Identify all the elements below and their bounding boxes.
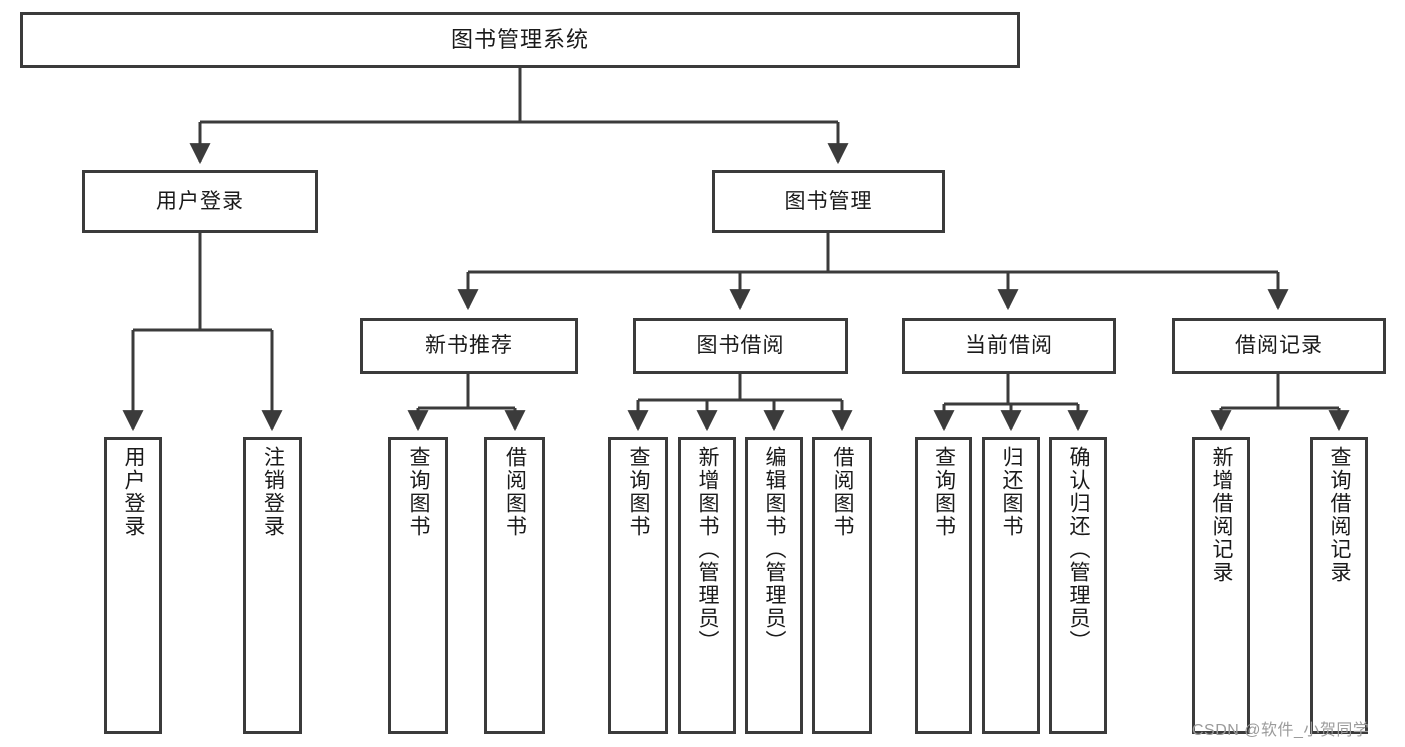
leaf-logout-login[interactable]: 注销登录 (243, 437, 302, 734)
leaf-return-book[interactable]: 归还图书 (982, 437, 1040, 734)
node-label: 用户登录 (122, 446, 146, 538)
node-label: 确认归还（管理员） (1067, 446, 1091, 653)
node-label: 借阅图书 (831, 446, 855, 538)
leaf-borrow-book[interactable]: 借阅图书 (812, 437, 872, 734)
leaf-query-borrow-record[interactable]: 查询借阅记录 (1310, 437, 1368, 734)
node-label: 借阅记录 (1235, 334, 1323, 358)
node-root-system[interactable]: 图书管理系统 (20, 12, 1020, 68)
node-label: 新增借阅记录 (1210, 446, 1234, 584)
node-label: 新增图书（管理员） (696, 446, 720, 653)
node-label: 归还图书 (1000, 446, 1024, 538)
leaf-confirm-return-admin[interactable]: 确认归还（管理员） (1049, 437, 1107, 734)
leaf-query-book-current[interactable]: 查询图书 (915, 437, 972, 734)
node-label: 图书管理 (784, 189, 873, 213)
node-book-management[interactable]: 图书管理 (712, 170, 945, 233)
node-label: 当前借阅 (965, 334, 1053, 358)
node-label: 新书推荐 (425, 334, 513, 358)
leaf-edit-book-admin[interactable]: 编辑图书（管理员） (745, 437, 803, 734)
node-new-book-recommend[interactable]: 新书推荐 (360, 318, 578, 374)
node-label: 借阅图书 (503, 446, 527, 538)
node-label: 查询借阅记录 (1328, 446, 1352, 584)
node-user-login[interactable]: 用户登录 (82, 170, 318, 233)
leaf-borrow-book-recommend[interactable]: 借阅图书 (484, 437, 545, 734)
leaf-query-book-borrow[interactable]: 查询图书 (608, 437, 668, 734)
leaf-query-book-recommend[interactable]: 查询图书 (388, 437, 448, 734)
node-label: 用户登录 (156, 189, 244, 213)
node-label: 查询图书 (627, 446, 651, 538)
node-label: 图书管理系统 (450, 26, 589, 52)
node-book-borrow[interactable]: 图书借阅 (633, 318, 848, 374)
node-label: 查询图书 (932, 446, 956, 538)
node-label: 图书借阅 (696, 334, 785, 358)
node-label: 编辑图书（管理员） (763, 446, 787, 653)
leaf-add-borrow-record[interactable]: 新增借阅记录 (1192, 437, 1250, 734)
leaf-user-login[interactable]: 用户登录 (104, 437, 162, 734)
node-label: 查询图书 (407, 446, 431, 538)
csdn-watermark: CSDN @软件_小贺同学 (1192, 722, 1370, 739)
leaf-add-book-admin[interactable]: 新增图书（管理员） (678, 437, 736, 734)
node-borrow-records[interactable]: 借阅记录 (1172, 318, 1386, 374)
node-current-borrow[interactable]: 当前借阅 (902, 318, 1116, 374)
node-label: 注销登录 (261, 446, 285, 538)
